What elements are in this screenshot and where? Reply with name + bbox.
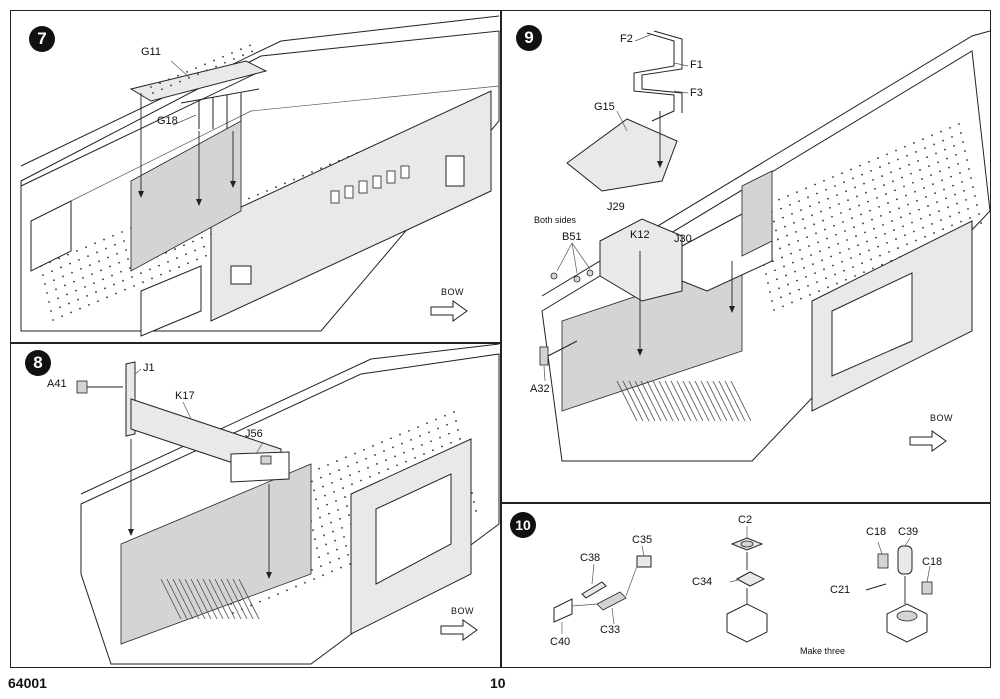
part-label-a32: A32: [530, 383, 550, 395]
step-10-panel: 10 C35 C38 C40 C33 C2 C34 C18 C39 C18 C2…: [501, 503, 991, 668]
part-c35: [636, 555, 652, 568]
bulkhead-wall: [210, 90, 492, 322]
part-label-c18-right: C18: [922, 556, 943, 568]
part-c40: [553, 598, 573, 623]
part-label-g15: G15: [594, 101, 615, 113]
step-10-drawing: [553, 526, 933, 643]
part-c38: [581, 581, 607, 599]
grating: [616, 380, 752, 422]
part-label-c34: C34: [692, 576, 713, 588]
part-label-g18: G18: [157, 115, 178, 127]
part-label-f2: F2: [620, 33, 633, 45]
step-number-badge: 10: [510, 512, 536, 538]
part-label-c33: C33: [600, 624, 621, 636]
part-label-c40: C40: [550, 636, 571, 648]
bow-arrow-icon: [440, 619, 478, 641]
part-c39: [897, 545, 913, 575]
note-make-three: Make three: [800, 646, 846, 656]
part-j29: [599, 218, 683, 302]
part-c18-right: [921, 581, 933, 595]
bow-label: BOW: [930, 413, 953, 423]
step-7-drawing: [20, 15, 500, 337]
kit-code: 64001: [8, 675, 47, 691]
part-c34: [735, 571, 766, 587]
part-label-k12: K12: [630, 229, 650, 241]
part-label-f3: F3: [690, 87, 703, 99]
part-label-c35: C35: [632, 534, 653, 546]
inner-compartment: [130, 120, 242, 272]
part-label-c39: C39: [898, 526, 919, 538]
part-label-j30: J30: [674, 233, 692, 245]
part-c21: [865, 583, 887, 591]
page-number: 10: [490, 675, 506, 691]
funnel-box-right: [886, 603, 928, 643]
funnel-box: [726, 603, 768, 643]
step-8-drawing: [76, 344, 500, 665]
deck-grid: [751, 123, 982, 311]
step-number-badge: 7: [29, 26, 55, 52]
part-k12: [741, 170, 773, 257]
part-label-j29: J29: [607, 201, 625, 213]
part-label-j1: J1: [143, 362, 155, 374]
part-a32: [539, 346, 549, 366]
part-label-c2: C2: [738, 514, 753, 526]
part-label-k17: K17: [175, 390, 195, 402]
part-a41: [76, 380, 88, 394]
step-8-panel: 8 J1 A41 K17 J56 BOW: [10, 343, 501, 668]
part-j56: [230, 451, 290, 483]
part-b51: [550, 272, 558, 280]
part-label-g11: G11: [141, 46, 161, 58]
bow-arrow-icon: [430, 300, 468, 322]
part-c33: [596, 591, 627, 611]
step-7-panel: 7 G11 G18 BOW: [10, 10, 501, 343]
part-label-c38: C38: [580, 552, 601, 564]
step-9-drawing: [539, 30, 990, 462]
note-both-sides: Both sides: [534, 215, 577, 225]
part-label-j56: J56: [245, 428, 263, 440]
part-label-a41: A41: [47, 378, 67, 390]
bow-label: BOW: [451, 606, 474, 616]
part-label-b51: B51: [562, 231, 582, 243]
step-number-badge: 9: [516, 25, 542, 51]
step-9-panel: 9 F2 F1 F3 G15 J29 K12 J30 B51 Both side…: [501, 10, 991, 503]
part-f-assembly: [633, 32, 675, 122]
part-label-f1: F1: [690, 59, 703, 71]
grating: [160, 578, 260, 620]
step-number-badge: 8: [25, 350, 51, 376]
part-g15: [566, 118, 678, 192]
bow-label: BOW: [441, 287, 464, 297]
part-label-c18: C18: [866, 526, 887, 538]
bow-arrow-icon: [909, 430, 947, 452]
part-c18-left: [877, 553, 889, 569]
part-label-c21: C21: [830, 584, 851, 596]
